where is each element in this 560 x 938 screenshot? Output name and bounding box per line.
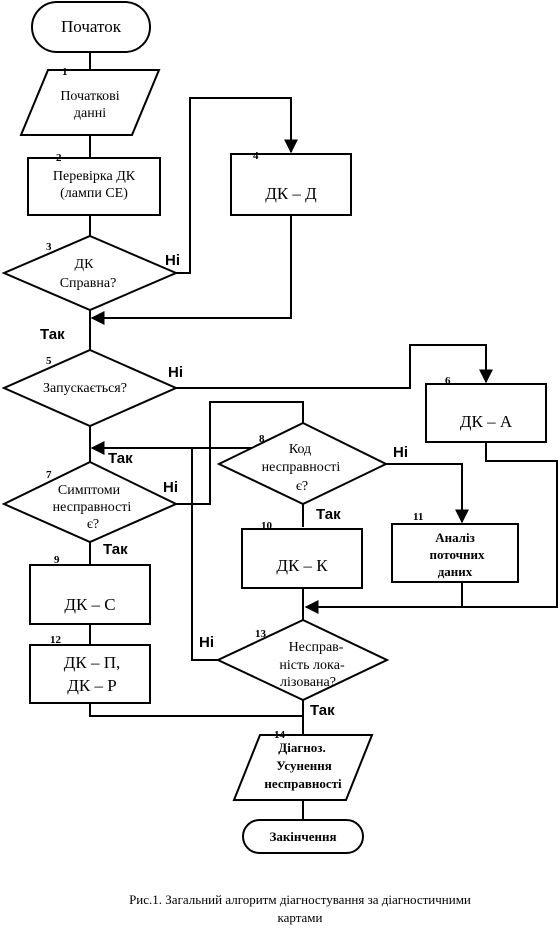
block-3-decision: 3 ДК Справна? — [1, 234, 179, 312]
block-7-line-2: несправності — [53, 500, 132, 515]
start-terminator: Початок — [31, 1, 151, 53]
end-label: Закінчення — [269, 829, 336, 844]
block-1-line-2: данні — [74, 106, 106, 121]
label-yes-5: Так — [108, 450, 133, 467]
arrow-12-to-14 — [89, 703, 303, 717]
block-13-line-3: лізована? — [280, 675, 336, 690]
block-13-line-2: ність локa- — [279, 658, 345, 673]
block-2-line-1: Перевірка ДК — [53, 169, 136, 184]
label-no-13: Ні — [199, 634, 214, 651]
arrow-3-no-to-4 — [176, 97, 298, 274]
block-6-line-1: ДК – А — [460, 412, 513, 431]
block-8-decision: 8 Код несправності є? — [216, 421, 389, 506]
block-9-number: 9 — [54, 554, 60, 566]
label-no-7: Ні — [163, 479, 178, 496]
block-14-line-2: Усунення — [276, 758, 332, 773]
block-1-number: 1 — [62, 66, 68, 78]
block-6-process: 6 ДК – А — [425, 375, 547, 443]
start-label: Початок — [61, 17, 122, 36]
label-yes-3: Так — [40, 326, 65, 343]
block-10-process: 10 ДК – К — [241, 520, 363, 589]
block-13-line-1: Несправ- — [289, 640, 344, 655]
block-3-line-1: ДК — [75, 257, 95, 272]
block-2-number: 2 — [56, 152, 62, 164]
block-12-line-2: ДК – Р — [67, 676, 116, 695]
arrow-6-to-merge — [304, 442, 558, 614]
block-6-number: 6 — [445, 375, 451, 387]
block-5-line-1: Запускається? — [43, 381, 127, 396]
caption-line-1: Рис.1. Загальний алгоритм діагностування… — [129, 892, 471, 907]
end-terminator: Закінчення — [242, 819, 364, 854]
block-7-number: 7 — [46, 469, 52, 481]
block-10-line-1: ДК – К — [276, 556, 328, 575]
block-13-decision: 13 Несправ- ність локa- лізована? — [215, 618, 390, 702]
block-14-output: 14 Діагноз. Усунення несправності — [232, 729, 374, 801]
block-8-line-3: є? — [296, 479, 308, 494]
block-14-number: 14 — [274, 729, 286, 741]
block-12-process: 12 ДК – П, ДК – Р — [29, 634, 151, 704]
label-no-3: Ні — [165, 252, 180, 269]
block-2-line-2: (лампи СЕ) — [60, 186, 128, 201]
block-12-line-1: ДК – П, — [64, 653, 120, 672]
label-yes-7: Так — [103, 541, 128, 558]
block-13-number: 13 — [255, 628, 267, 640]
figure-caption: Рис.1. Загальний алгоритм діагностування… — [129, 892, 471, 925]
block-1-line-1: Початкові — [60, 89, 119, 104]
block-3-number: 3 — [46, 241, 52, 253]
block-9-line-1: ДК – С — [64, 595, 115, 614]
block-3-line-2: Справна? — [60, 276, 117, 291]
label-no-8: Ні — [393, 444, 408, 461]
label-no-5: Ні — [168, 364, 183, 381]
block-12-number: 12 — [50, 634, 62, 646]
block-11-line-1: Аналіз — [435, 530, 475, 545]
block-9-process: 9 ДК – С — [29, 554, 151, 625]
label-yes-8: Так — [316, 506, 341, 523]
block-14-line-3: несправності — [264, 776, 342, 791]
block-11-line-3: даних — [438, 564, 473, 579]
block-11-process: 11 Аналіз поточних даних — [391, 511, 519, 583]
block-5-decision: 5 Запускається? — [1, 348, 179, 428]
block-8-line-1: Код — [289, 442, 311, 457]
arrow-7-no-to-8 — [176, 401, 304, 505]
arrow-4-to-merge — [90, 215, 292, 325]
block-1-input: 1 Початкові данні — [19, 66, 161, 136]
block-5-number: 5 — [46, 355, 52, 367]
arrow-5-no-to-6 — [176, 344, 493, 389]
block-11-line-2: поточних — [429, 547, 485, 562]
caption-line-2: картами — [277, 910, 322, 925]
block-8-line-2: несправності — [262, 460, 341, 475]
block-7-line-3: є? — [87, 517, 99, 532]
block-14-line-1: Діагноз. — [278, 740, 325, 755]
branch-labels: Ні Так Ні Так Ні Ні Так Так Ні Так — [40, 252, 408, 719]
arrow-13-no-return — [191, 448, 218, 661]
block-7-decision: 7 Симптоми несправності є? — [1, 460, 179, 544]
block-4-number: 4 — [253, 150, 259, 162]
block-7-line-1: Симптоми — [58, 483, 121, 498]
block-4-line-1: ДК – Д — [265, 184, 317, 203]
block-2-process: 2 Перевірка ДК (лампи СЕ) — [27, 152, 161, 216]
block-4-process: 4 ДК – Д — [230, 150, 352, 216]
label-yes-13: Так — [310, 702, 335, 719]
block-10-number: 10 — [261, 520, 273, 532]
block-11-number: 11 — [413, 511, 423, 523]
block-8-number: 8 — [259, 433, 265, 445]
arrow-8-no-to-11 — [386, 463, 469, 524]
